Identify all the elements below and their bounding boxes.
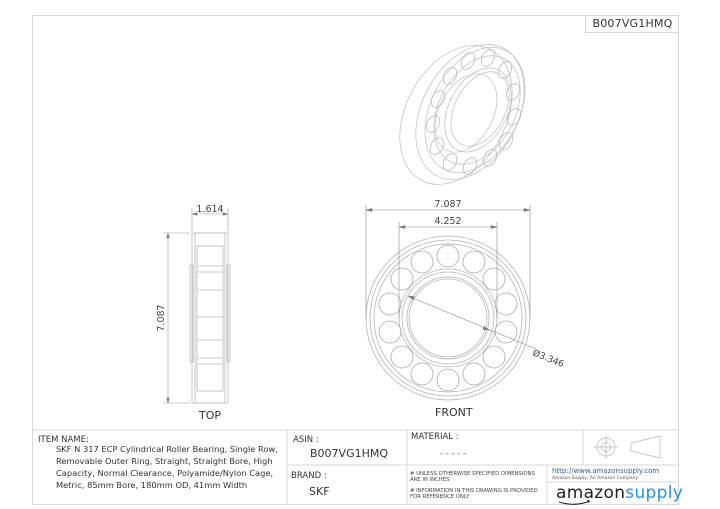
- top-view-label: TOP: [199, 409, 222, 422]
- brand-label: BRAND :: [291, 471, 327, 481]
- title-block-lines: [32, 429, 679, 505]
- third-angle-projection-icon: [594, 435, 661, 459]
- note-units: # UNLESS OTHERWISE SPECIFIED DIMENSIONS …: [410, 471, 535, 484]
- isometric-view-drawing: [399, 44, 526, 185]
- logo-supply-text: supply: [625, 483, 684, 503]
- top-view-drawing: [189, 232, 231, 404]
- front-view-drawing: [365, 235, 531, 401]
- front-view-label: FRONT: [435, 406, 473, 419]
- material-label: MATERIAL :: [411, 432, 459, 442]
- item-name-value: SKF N 317 ECP Cylindrical Roller Bearing…: [56, 444, 278, 490]
- item-name-label: ITEM NAME:: [38, 435, 89, 445]
- top-view-dimensions: [163, 208, 230, 405]
- note-reference: # INFORMATION IN THIS DRAWING IS PROVIDE…: [410, 488, 538, 501]
- material-value: - - - - -: [440, 449, 467, 459]
- asin-value: B007VG1HMQ: [310, 447, 389, 460]
- logo-amazon-text: amazon: [556, 483, 626, 503]
- company-tagline: Amazon Supply, An Amazon Company: [552, 476, 639, 481]
- dim-front-inner: 4.252: [434, 216, 461, 227]
- brand-value: SKF: [309, 485, 330, 498]
- amazon-smile-icon: [558, 500, 591, 505]
- dim-top-height: 7.087: [156, 304, 167, 331]
- dim-front-outer: 7.087: [434, 199, 461, 210]
- amazon-supply-logo: amazonsupply: [556, 483, 683, 503]
- asin-label: ASIN :: [293, 435, 319, 445]
- dim-top-width: 1.614: [196, 204, 223, 215]
- amazonsupply-link[interactable]: http://www.amazonsupply.com: [552, 467, 660, 475]
- dim-front-bore: Ø3.346: [531, 348, 566, 371]
- front-view-dimensions: [365, 205, 537, 350]
- asin-tag: B007VG1HMQ: [585, 15, 679, 33]
- drawing-frame: [32, 15, 679, 505]
